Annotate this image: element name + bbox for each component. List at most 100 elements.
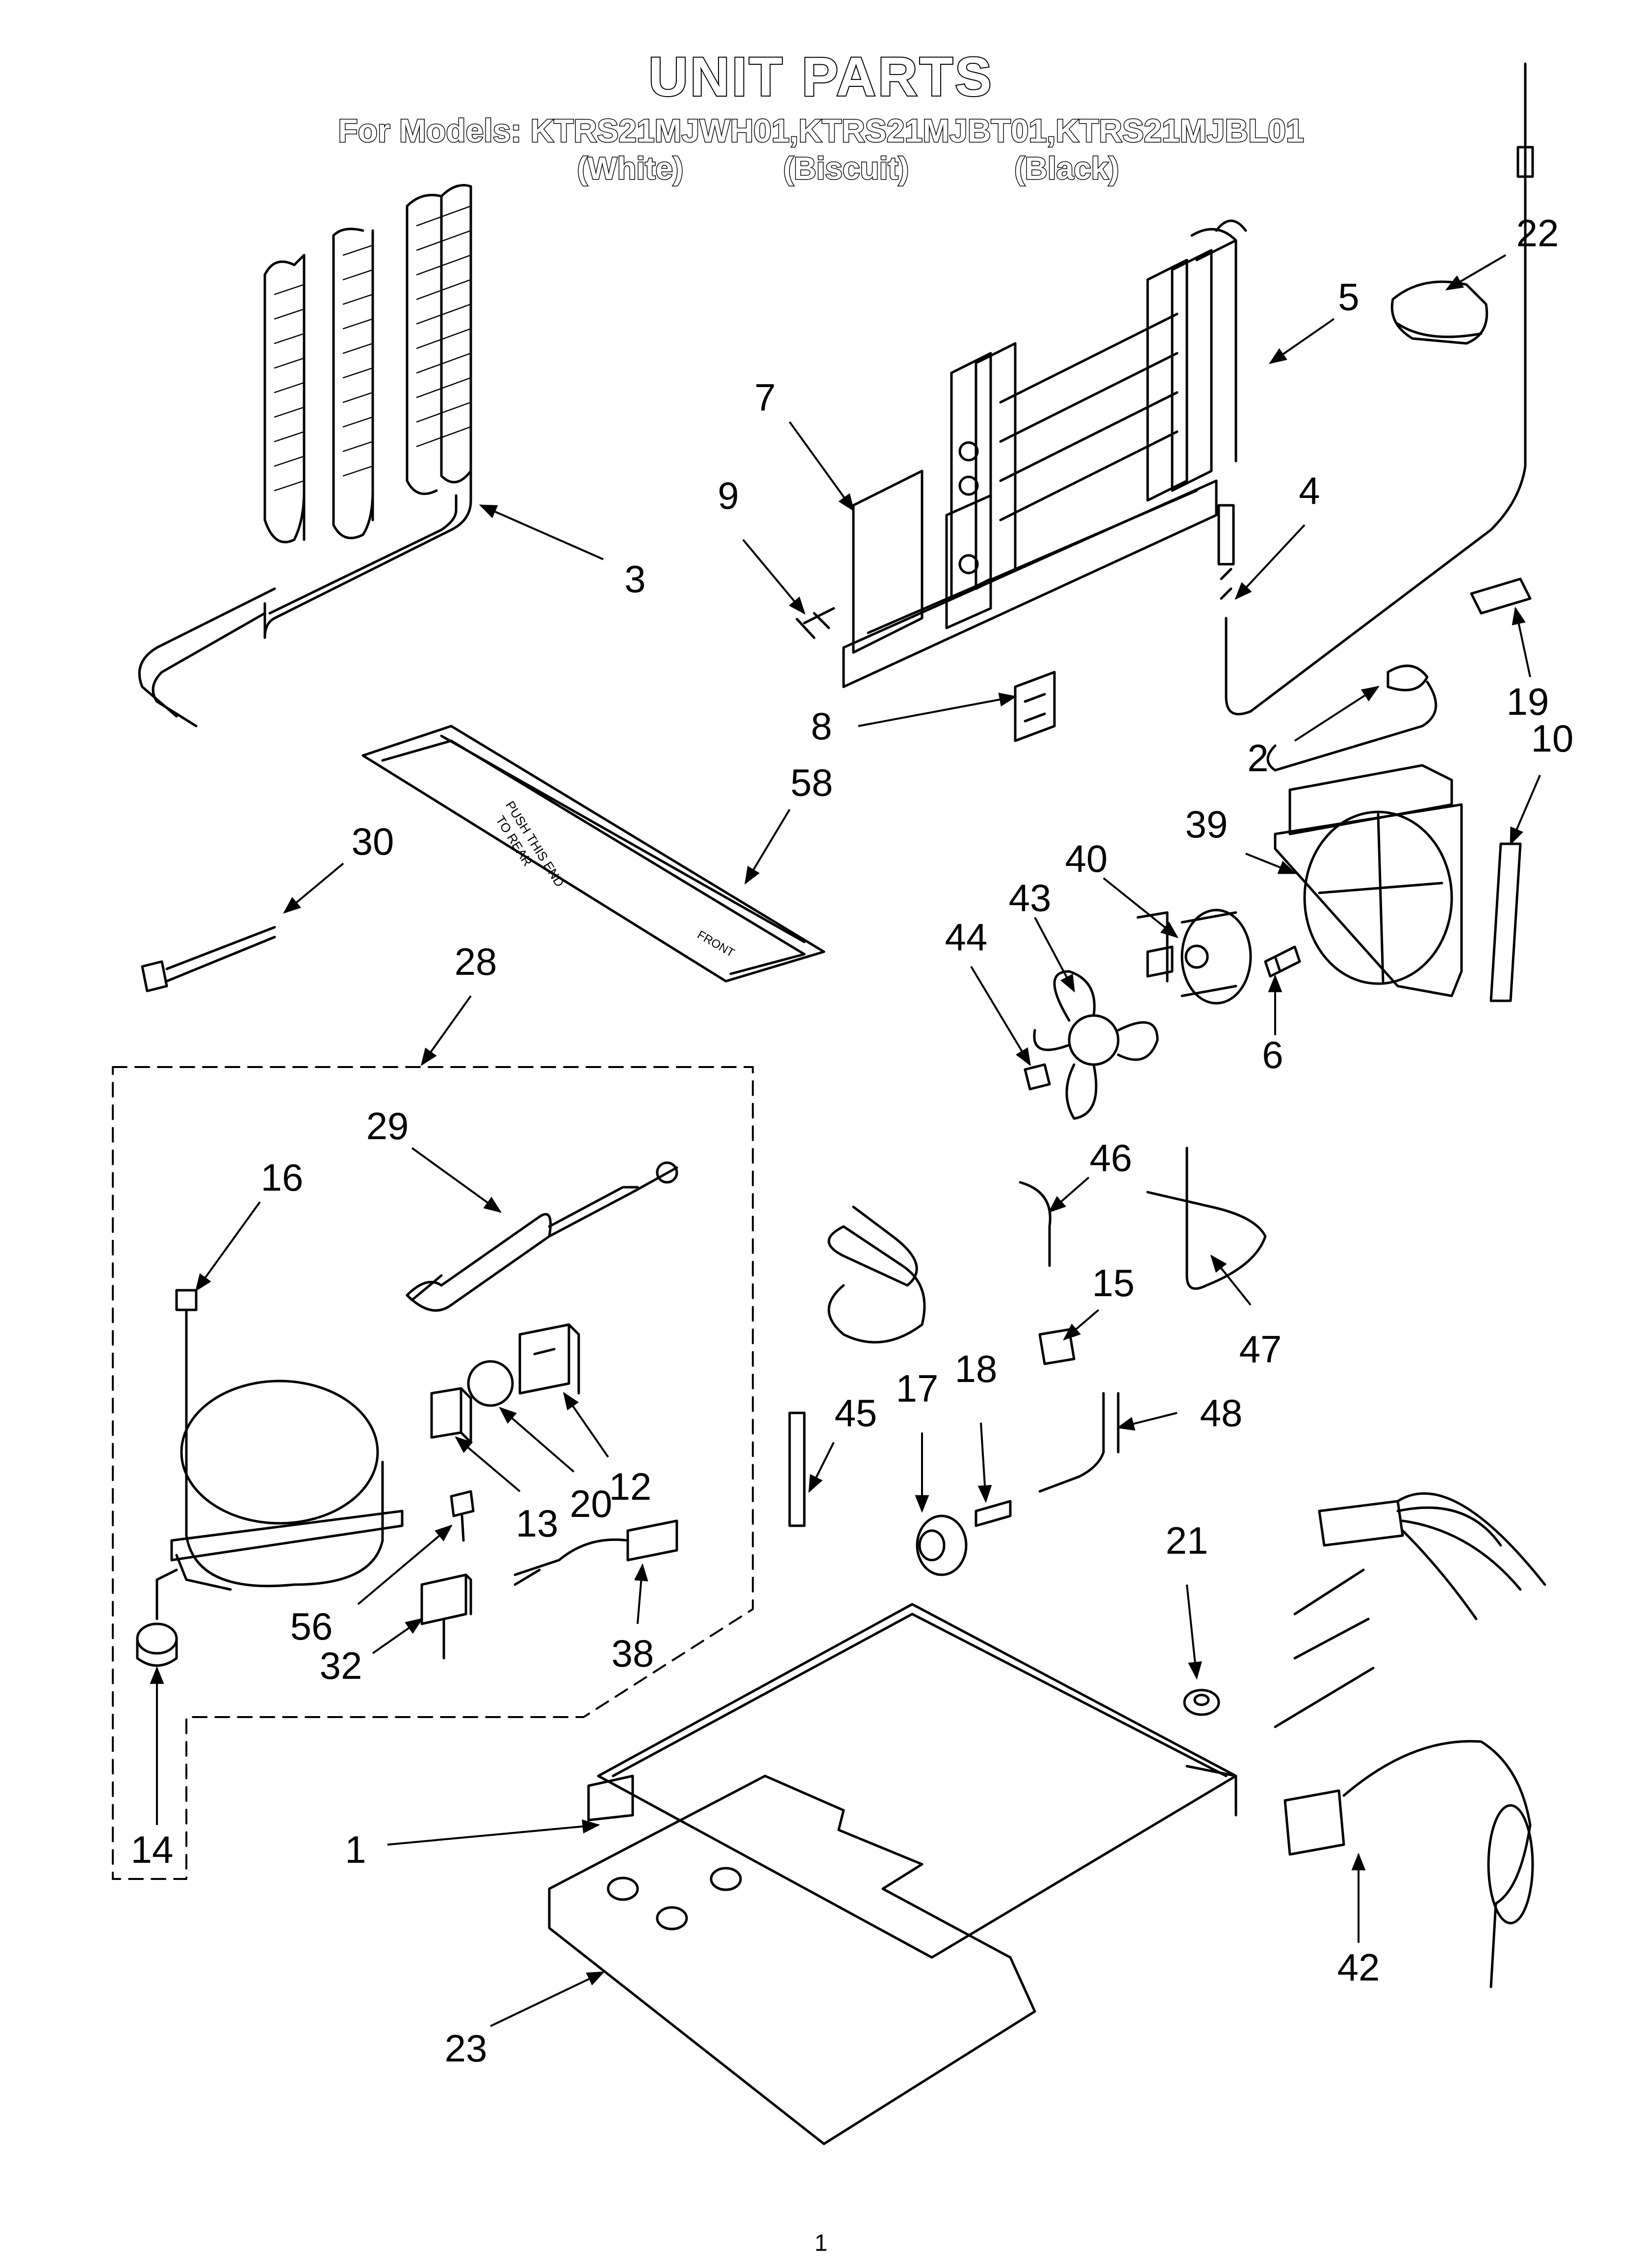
leader-43 <box>1034 917 1075 993</box>
leader-40 <box>1103 877 1179 938</box>
callout-48: 48 <box>1200 1391 1243 1434</box>
callout-4: 4 <box>1299 469 1320 512</box>
leader-48 <box>1116 1412 1178 1431</box>
cable-tie <box>141 926 276 992</box>
leader-18 <box>977 1422 992 1503</box>
leader-38 <box>634 1563 648 1624</box>
wire-harness <box>1274 1492 1546 1988</box>
relay-parts <box>430 1323 580 1444</box>
callout-42: 42 <box>1337 1946 1380 1989</box>
leader-46 <box>1048 1176 1090 1213</box>
callout-3: 3 <box>624 557 646 600</box>
callout-5: 5 <box>1338 275 1360 318</box>
callout-46: 46 <box>1089 1136 1132 1179</box>
leader-12 <box>563 1392 609 1458</box>
leader-21 <box>1186 1584 1202 1680</box>
tube-48 <box>1038 1392 1120 1493</box>
leader-3 <box>479 504 604 560</box>
variant-biscuit: (Biscuit) <box>783 150 910 187</box>
callout-40: 40 <box>1065 837 1108 880</box>
leader-10 <box>1510 775 1541 846</box>
leader-32 <box>372 1617 423 1654</box>
callout-43: 43 <box>1008 876 1052 919</box>
callout-17: 17 <box>896 1367 939 1410</box>
cap-22 <box>1390 280 1488 345</box>
callout-7: 7 <box>754 376 776 419</box>
nut-21 <box>1183 1689 1220 1716</box>
leader-28 <box>420 995 472 1066</box>
callout-8: 8 <box>811 704 832 748</box>
callout-45: 45 <box>834 1391 877 1434</box>
fan-blade <box>1033 970 1159 1120</box>
callout-9: 9 <box>718 474 739 517</box>
leader-44 <box>970 965 1031 1067</box>
base-frame <box>587 1603 1237 1959</box>
tube-46 <box>827 1181 1052 1344</box>
tube-47 <box>1146 1147 1267 1290</box>
compressor-kit-box <box>112 1066 754 1880</box>
callout-28: 28 <box>454 940 497 983</box>
callout-14: 14 <box>130 1828 174 1871</box>
callout-16: 16 <box>260 1156 304 1199</box>
clip-19 <box>1470 577 1532 615</box>
callout-58: 58 <box>790 761 833 804</box>
callout-2: 2 <box>1247 736 1269 780</box>
base-plate <box>548 1774 1036 2145</box>
callout-30: 30 <box>351 820 394 863</box>
leader-5 <box>1269 318 1335 365</box>
page-title: UNIT PARTS <box>647 45 994 108</box>
screw-56 <box>450 1490 475 1542</box>
capacitor-32 <box>420 1573 472 1660</box>
roller-17 <box>916 1514 968 1576</box>
leader-2 <box>1294 686 1380 742</box>
screw-6 <box>1264 945 1301 978</box>
leader-29 <box>411 1147 502 1213</box>
callout-22: 22 <box>1516 211 1559 255</box>
callout-20: 20 <box>569 1482 613 1525</box>
callout-23: 23 <box>444 2027 487 2070</box>
callout-13: 13 <box>515 1502 559 1545</box>
callout-15: 15 <box>1092 1261 1135 1304</box>
variant-black: (Black) <box>1014 150 1120 187</box>
clip-8 <box>1014 671 1056 742</box>
axle-18 <box>975 1500 1012 1527</box>
leader-58 <box>744 808 791 885</box>
leader-1 <box>387 1819 600 1846</box>
clip-15 <box>1038 1328 1076 1365</box>
callout-21: 21 <box>1165 1519 1208 1562</box>
leader-47 <box>1210 1254 1252 1306</box>
thermostat-2 <box>1266 664 1437 772</box>
leader-22 <box>1445 254 1507 290</box>
leader-56 <box>357 1524 453 1605</box>
callout-44: 44 <box>945 915 988 959</box>
leader-19 <box>1512 606 1531 678</box>
evaporator <box>842 219 1247 688</box>
leader-15 <box>1063 1309 1100 1341</box>
page-number: 1 <box>814 2230 828 2256</box>
callout-6: 6 <box>1262 1033 1283 1076</box>
leader-45 <box>808 1442 835 1493</box>
strip-10 <box>1489 842 1522 1002</box>
callout-1: 1 <box>345 1828 366 1871</box>
clip-44 <box>1024 1063 1051 1091</box>
overload-38 <box>513 1519 678 1586</box>
model-list: For Models: KTRS21MJWH01,KTRS21MJBT01,KT… <box>337 112 1305 150</box>
callout-19: 19 <box>1506 680 1549 723</box>
leader-9 <box>742 539 806 615</box>
filter-drier <box>406 1161 678 1312</box>
callout-32: 32 <box>319 1644 362 1687</box>
tray-front-text: FRONT <box>695 928 737 960</box>
callout-56: 56 <box>290 1605 333 1648</box>
leader-23 <box>490 1971 605 2027</box>
callout-10: 10 <box>1531 717 1574 760</box>
variant-white: (White) <box>576 150 684 187</box>
leader-39 <box>1245 853 1297 874</box>
callout-39: 39 <box>1185 803 1228 846</box>
callout-47: 47 <box>1239 1328 1282 1371</box>
leader-4 <box>1234 524 1306 600</box>
compressor <box>170 1380 404 1591</box>
leader-30 <box>283 862 344 914</box>
callout-29: 29 <box>366 1104 409 1147</box>
drain-tray <box>361 725 825 983</box>
